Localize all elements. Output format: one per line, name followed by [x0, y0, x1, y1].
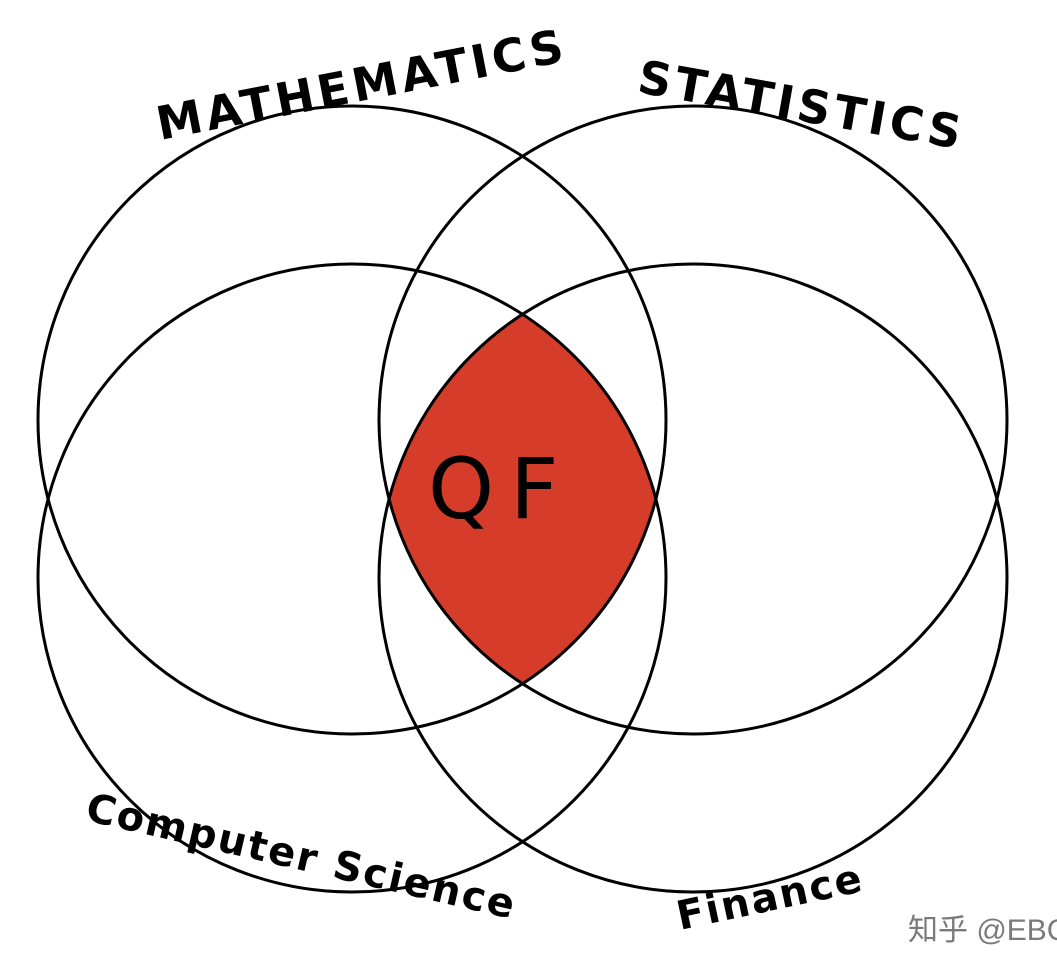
intersection-fill [379, 264, 666, 734]
finance-circle [377, 262, 1009, 894]
statistics-label: STATISTICS [634, 50, 969, 161]
statistics-circle [377, 104, 1009, 736]
finance-label: Finance [673, 855, 868, 939]
mathematics-circle [36, 104, 668, 736]
watermark-text: 知乎 @EBC [908, 914, 1057, 947]
computer-science-circle [36, 262, 668, 894]
center-label: QF [428, 440, 574, 538]
computer-science-label: Computer Science [82, 785, 521, 929]
intersection-region [379, 264, 666, 734]
mathematics-label: MATHEMATICS [152, 18, 572, 151]
